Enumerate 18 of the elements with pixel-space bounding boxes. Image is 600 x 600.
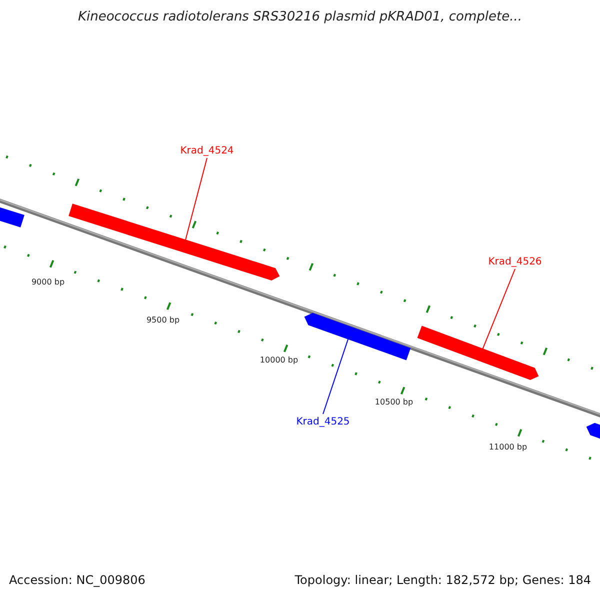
gene-arrow (68, 204, 280, 280)
leader-line (322, 338, 349, 414)
tick-label: 10500 bp (374, 398, 414, 406)
gene-arrow (417, 326, 539, 380)
accession-text: Accession: NC_009806 (9, 573, 146, 587)
gene-label: Krad_4525 (296, 416, 350, 428)
tick-label: 9500 bp (146, 316, 180, 324)
tick-label: 10000 bp (260, 356, 298, 364)
gene-arrow (304, 312, 411, 360)
leader-line (482, 268, 516, 350)
leader-line (184, 158, 208, 241)
tick-label: 11000 bp (488, 442, 528, 452)
gene-label: Krad_4526 (488, 256, 542, 268)
topology-text: Topology: linear; Length: 182,572 bp; Genes: 184 (294, 573, 591, 587)
map-title: Kineococcus radiotolerans SRS30216 plasmid pKRAD01, complete... (78, 10, 522, 24)
tick-label: 9000 bp (31, 278, 65, 286)
gene-label: Krad_4524 (180, 146, 234, 156)
gene-arrow (0, 206, 24, 228)
